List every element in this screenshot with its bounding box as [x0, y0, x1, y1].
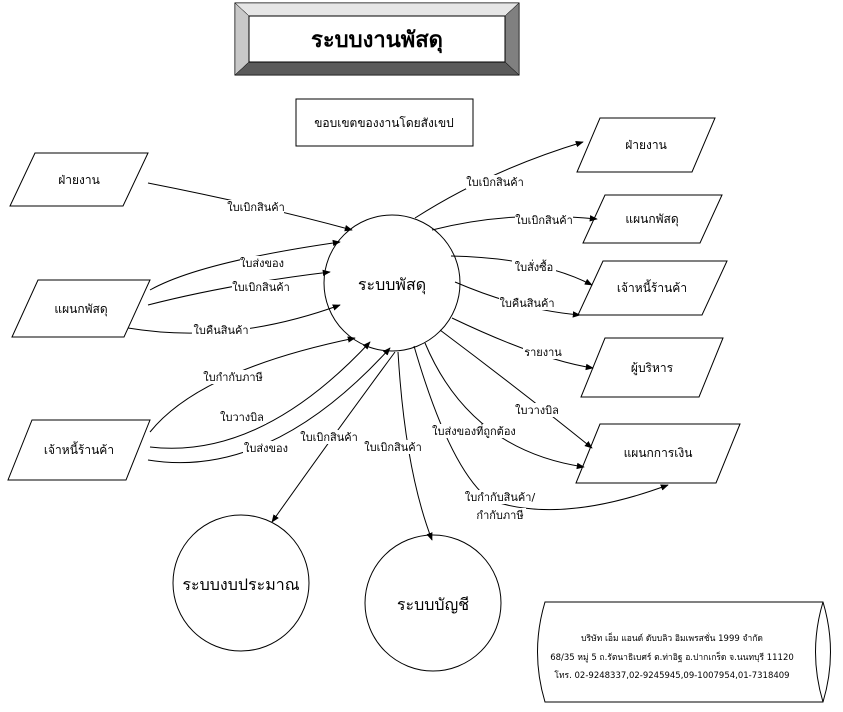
company-info-box: บริษัท เอ็ม แอนด์ ดับบลิว อิมเพรสชั่น 19… [537, 601, 831, 703]
flow-label: ใบคืนสินค้า [194, 324, 249, 337]
flow-arrow [439, 329, 593, 449]
company-name: บริษัท เอ็ม แอนด์ ดับบลิว อิมเพรสชั่น 19… [581, 632, 763, 644]
entity-left-supply-label: แผนกพัสดุ [54, 302, 107, 317]
flow-label: ใบกำกับสินค้า/ [465, 491, 536, 504]
flow-label: ใบเบิกสินค้า [515, 214, 573, 227]
company-address: 68/35 หมู่ 5 ถ.รัตนาธิเบศร์ ต.ท่าอิฐ อ.ป… [550, 651, 794, 663]
entity-right-supply [582, 194, 723, 244]
scope-box-label: ขอบเขตของงานโดยสังเขป [314, 116, 454, 130]
flow-label: ใบสั่งซื้อ [515, 259, 554, 274]
flow-arrow [424, 342, 585, 470]
flow-label: ใบเบิกสินค้า [466, 176, 524, 189]
entity-right-finance-label: แผนกการเงิน [624, 446, 693, 460]
flow-label: ใบกำกับภาษี [203, 371, 263, 384]
subsystem-accounting [364, 534, 502, 672]
subsystem-budget [172, 514, 310, 652]
entity-left-supply [11, 279, 151, 338]
entity-left-dept [9, 152, 149, 207]
flow-label: ใบวางบิล [515, 404, 559, 417]
flow-arrow [431, 215, 598, 231]
title-frame: ระบบงานพัสดุ [234, 2, 520, 76]
entity-right-creditor-label: เจ้าหนี้ร้านค้า [617, 279, 687, 295]
flow-arrow [149, 341, 371, 449]
flow-label: ใบเบิกสินค้า [232, 281, 290, 294]
flow-label: รายงาน [524, 346, 562, 359]
flow-label: ใบเบิกสินค้า [227, 201, 285, 214]
flow-label: ใบคืนสินค้า [500, 297, 555, 310]
flow-label: ใบส่งของ [244, 442, 288, 455]
entity-right-dept [576, 117, 716, 173]
company-phone: โทร. 02-9248337,02-9245945,09-1007954,01… [554, 670, 789, 681]
subsystem-accounting-label: ระบบบัญชี [397, 595, 469, 614]
center-process [323, 214, 461, 352]
entity-right-supply-label: แผนกพัสดุ [625, 212, 678, 227]
entity-right-dept-label: ฝ่ายงาน [625, 138, 667, 152]
entity-left-creditor [7, 419, 151, 481]
entity-right-creditor [577, 260, 728, 316]
flow-label: ใบวางบิล [220, 411, 264, 424]
flow-arrow [149, 239, 341, 291]
flow-label: ใบเบิกสินค้า [300, 431, 358, 444]
entity-right-exec-label: ผู้บริหาร [631, 361, 674, 376]
flow-label: ใบเบิกสินค้า [364, 441, 422, 454]
flow-arrow [397, 351, 433, 541]
scope-box [295, 98, 474, 147]
entity-left-creditor-label: เจ้าหนี้ร้านค้า [44, 441, 114, 457]
flow-labels: ใบเบิกสินค้า ใบส่งของ ใบเบิกสินค้า ใบคืน… [192, 175, 573, 522]
flow-label: กำกับภาษี [476, 509, 523, 522]
subsystem-budget-label: ระบบงบประมาณ [182, 575, 299, 594]
entity-left-dept-label: ฝ่ายงาน [58, 173, 100, 187]
flow-label: ใบส่งของที่ถูกต้อง [432, 423, 516, 438]
flow-label: ใบส่งของ [240, 257, 284, 270]
center-process-label: ระบบพัสดุ [358, 275, 426, 295]
flow-arrow [451, 317, 594, 371]
page-title: ระบบงานพัสดุ [311, 28, 443, 54]
entity-right-exec [580, 337, 724, 398]
